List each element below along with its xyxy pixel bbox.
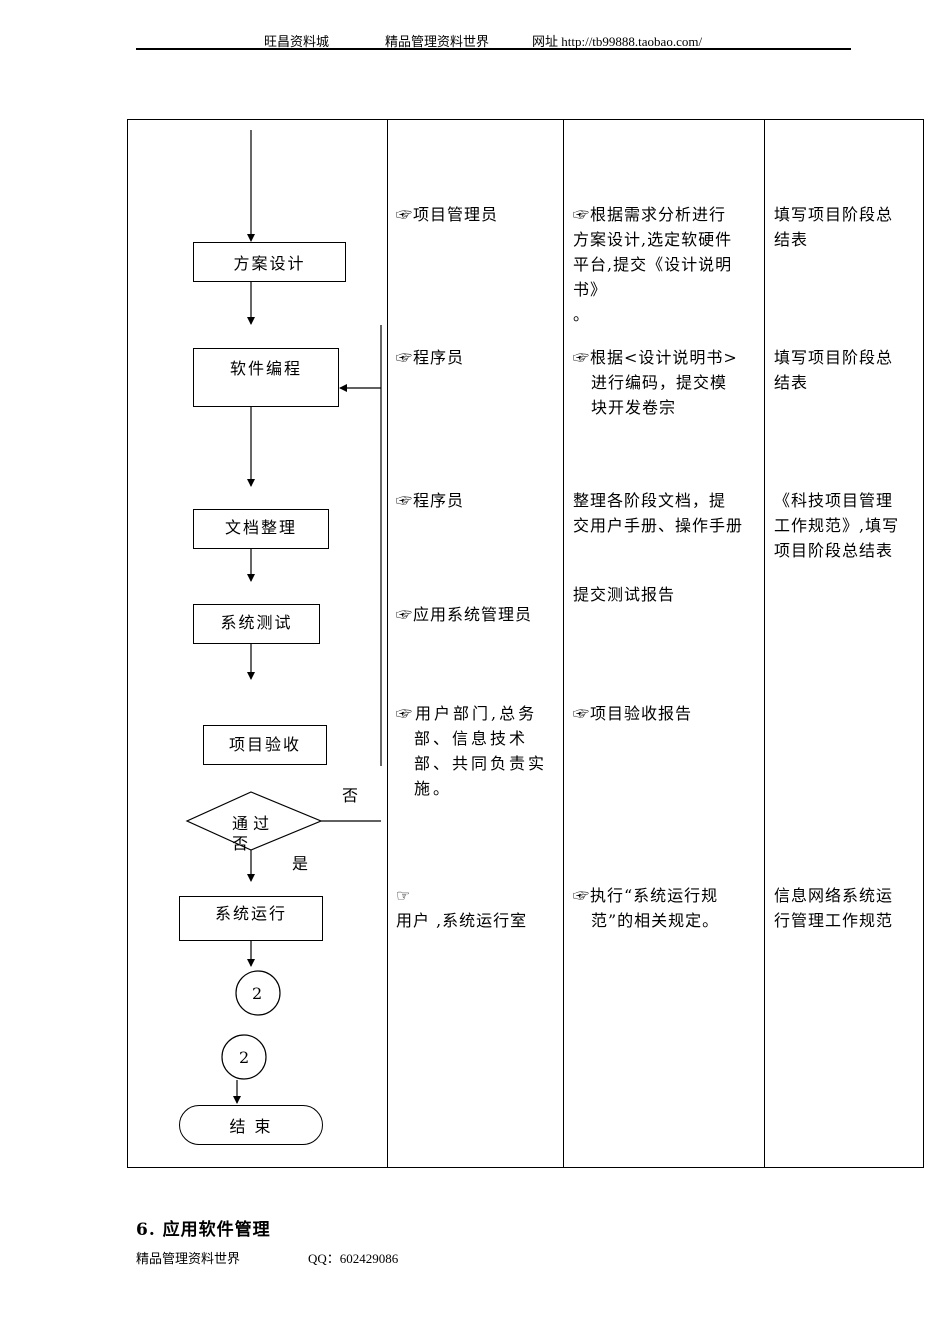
- decision-diamond: [185, 791, 323, 851]
- action-line: 平台,提交《设计说明: [573, 255, 733, 274]
- step-testing-label: 系统测试: [220, 613, 293, 632]
- no-label: 否: [342, 786, 359, 805]
- record-line: 结表: [774, 230, 809, 249]
- connector-circle-in: [221, 1034, 267, 1080]
- action-line: 范”的相关规定。: [591, 911, 720, 930]
- step-testing: 系统测试: [193, 604, 320, 644]
- action-cell: ☞根据需求分析进行 方案设计,选定软硬件 平台,提交《设计说明 书》 。: [573, 202, 761, 327]
- action-cell: 提交测试报告: [573, 582, 761, 607]
- yes-label: 是: [292, 854, 309, 873]
- flowchart: [185, 130, 382, 1104]
- record-line: 填写项目阶段总: [774, 348, 894, 367]
- action-line: 方案设计,选定软硬件: [573, 230, 733, 249]
- role-line: 部、共同负责实: [414, 754, 548, 773]
- step-end-label: 结 束: [229, 1117, 273, 1136]
- record-line: 信息网络系统运: [774, 886, 894, 905]
- section-heading: 6. 应用软件管理: [136, 1220, 271, 1240]
- step-coding: 软件编程: [193, 348, 339, 407]
- step-operation: 系统运行: [179, 896, 323, 941]
- record-line: 结表: [774, 373, 809, 392]
- header-slogan: 精品管理资料世界: [385, 34, 490, 49]
- header-divider: [136, 48, 851, 50]
- action-line: 提交测试报告: [573, 585, 676, 604]
- action-line: 。: [573, 305, 591, 324]
- role-line: ☞: [396, 886, 412, 905]
- action-line: ☞根据需求分析进行: [573, 205, 727, 224]
- record-cell: 填写项目阶段总 结表: [774, 345, 922, 395]
- step-design-label: 方案设计: [233, 254, 306, 273]
- step-docs: 文档整理: [193, 509, 329, 549]
- action-cell: ☞执行“系统运行规 范”的相关规定。: [573, 883, 761, 933]
- decision-label: 通 过 否: [232, 814, 270, 853]
- action-line: 整理各阶段文档，提: [573, 491, 727, 510]
- action-line: ☞执行“系统运行规: [573, 886, 719, 905]
- process-table: 方案设计 软件编程 文档整理 系统测试 项目验收 通 过 否 否 是 系统运行 …: [127, 119, 924, 1168]
- role-cell: ☞程序员: [396, 348, 465, 367]
- action-line: 书》: [573, 280, 608, 299]
- connector-label: 2: [239, 1048, 250, 1067]
- step-acceptance-label: 项目验收: [228, 735, 301, 754]
- role-cell: ☞ 用户 ,系统运行室: [396, 883, 527, 933]
- action-line: ☞根据<设计说明书>: [573, 348, 738, 367]
- record-line: 项目阶段总结表: [774, 541, 894, 560]
- column-divider: [387, 120, 388, 1167]
- connector-circle-out: [235, 970, 281, 1016]
- role-cell: ☞用户部门,总务 部、信息技术 部、共同负责实 施。: [396, 701, 556, 801]
- role-cell: ☞项目管理员: [396, 205, 499, 224]
- action-cell: 整理各阶段文档，提 交用户手册、操作手册: [573, 488, 761, 538]
- action-line: 进行编码，提交模: [591, 373, 728, 392]
- step-operation-label: 系统运行: [214, 904, 287, 923]
- record-cell: 填写项目阶段总 结表: [774, 202, 922, 252]
- action-line: 交用户手册、操作手册: [573, 516, 744, 535]
- action-line: ☞项目验收报告: [573, 704, 693, 723]
- step-design: 方案设计: [193, 242, 346, 282]
- role-line: 部、信息技术: [414, 729, 529, 748]
- header-url[interactable]: 网址 http://tb99888.taobao.com/: [532, 34, 703, 49]
- record-cell: 《科技项目管理 工作规范》,填写 项目阶段总结表: [774, 488, 922, 563]
- step-coding-label: 软件编程: [229, 359, 302, 378]
- record-line: 工作规范》,填写: [774, 516, 900, 535]
- role-line: ☞用户部门,总务: [396, 704, 538, 723]
- column-divider: [563, 120, 564, 1167]
- step-acceptance: 项目验收: [203, 725, 327, 765]
- header-shop-name: 旺昌资料城: [264, 34, 330, 49]
- footer-site: 精品管理资料世界: [136, 1251, 241, 1266]
- column-divider: [764, 120, 765, 1167]
- connector-label: 2: [252, 984, 263, 1003]
- record-cell: 信息网络系统运 行管理工作规范: [774, 883, 922, 933]
- role-cell: ☞程序员: [396, 491, 465, 510]
- record-line: 行管理工作规范: [774, 911, 894, 930]
- action-cell: ☞根据<设计说明书> 进行编码，提交模 块开发卷宗: [573, 345, 761, 420]
- record-line: 填写项目阶段总: [774, 205, 894, 224]
- step-end: 结 束: [179, 1105, 323, 1145]
- footer-qq: QQ：602429086: [308, 1251, 399, 1266]
- role-line: 用户 ,系统运行室: [396, 911, 528, 930]
- role-cell: ☞应用系统管理员: [396, 605, 533, 624]
- step-docs-label: 文档整理: [224, 518, 297, 537]
- action-cell: ☞项目验收报告: [573, 701, 761, 726]
- action-line: 块开发卷宗: [591, 398, 677, 417]
- record-line: 《科技项目管理: [774, 491, 894, 510]
- role-line: 施。: [414, 779, 453, 798]
